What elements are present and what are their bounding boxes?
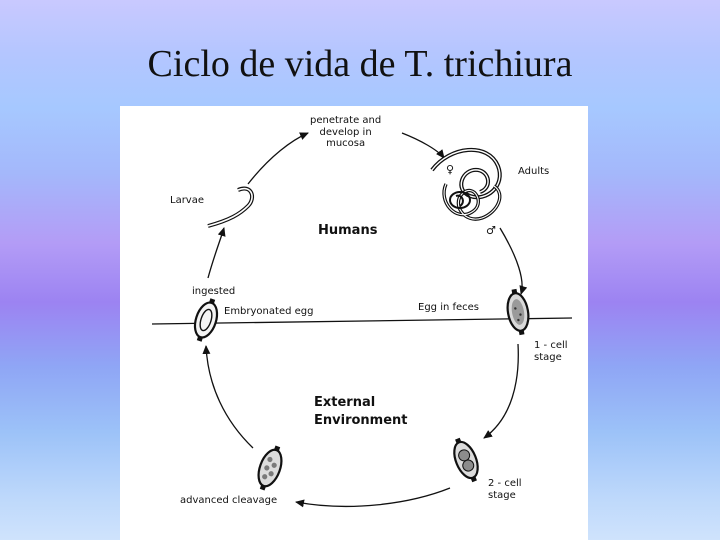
slide-title: Ciclo de vida de T. trichiura [147,43,573,85]
ingested-label: ingested [192,286,236,297]
advanced-cleavage-egg-illustration [257,445,283,491]
male-symbol: ♂ [486,224,496,237]
arc-ingested-to-larvae [207,227,226,279]
one-cell-label: 1 - cell stage [534,340,568,363]
embryonated-egg-illustration [193,298,219,342]
penetrate-label: penetrate and develop in mucosa [310,115,382,149]
adults-label: Adults [518,166,550,177]
external-environment-label: External Environment [314,395,408,428]
cycle-drawing: ♀ ♂ [151,132,573,508]
advanced-cleavage-label: advanced cleavage [180,495,278,506]
egg-in-feces-label: Egg in feces [418,302,480,313]
one-cell-egg-illustration [506,288,530,336]
humans-label: Humans [318,223,378,238]
arc-adults-to-feces [499,227,528,295]
larva-illustration [207,186,255,228]
arc-advanced-to-ingested [202,345,254,449]
arc-twocell-to-advanced [295,487,451,508]
two-cell-label: 2 - cell stage [488,478,522,501]
life-cycle-diagram: ♀ ♂ penetrate and develop in mucosa Adul… [120,106,588,540]
larvae-label: Larvae [170,195,205,206]
arc-mucosa-to-adults [401,132,445,159]
arc-larvae-to-mucosa [247,132,309,185]
embryonated-egg-label: Embryonated egg [224,306,314,317]
female-symbol: ♀ [446,163,454,176]
divider-line [151,317,573,325]
adult-worms-illustration [430,148,502,221]
two-cell-egg-illustration [453,437,479,483]
arc-feces-to-onecell [483,343,519,439]
